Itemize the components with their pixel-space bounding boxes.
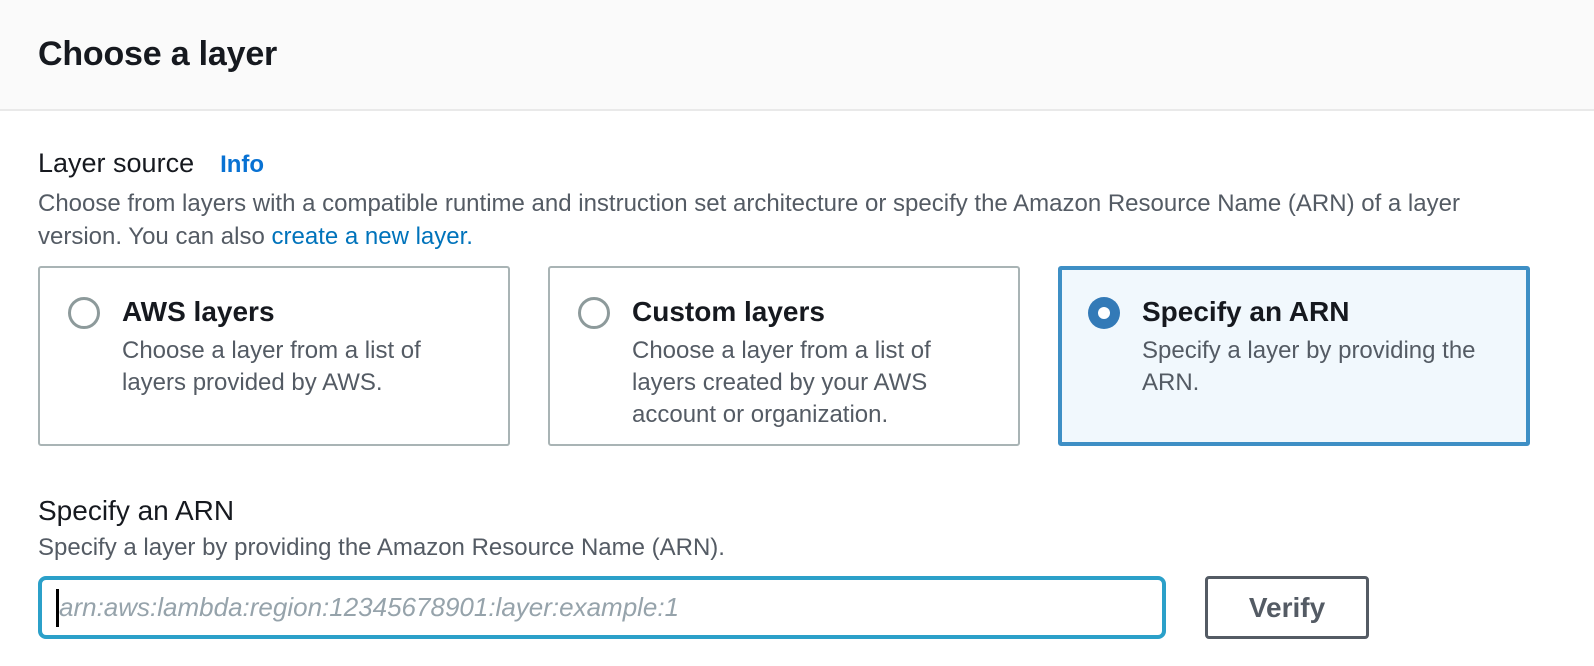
layer-source-options: AWS layers Choose a layer from a list of… [38, 266, 1556, 446]
option-card-custom-layers[interactable]: Custom layers Choose a layer from a list… [548, 266, 1020, 446]
text-caret [56, 588, 59, 627]
page-title: Choose a layer [38, 35, 278, 73]
arn-input[interactable] [59, 592, 1148, 623]
radio-button-aws-layers[interactable] [68, 297, 100, 329]
option-description: Choose a layer from a list of layers cre… [632, 337, 931, 428]
option-card-specify-arn[interactable]: Specify an ARN Specify a layer by provid… [1058, 266, 1530, 446]
layer-source-label: Layer source [38, 148, 195, 178]
option-card-text: Specify an ARN Specify a layer by provid… [1142, 294, 1494, 399]
panel-content: Layer source Info Choose from layers wit… [0, 111, 1594, 639]
option-card-text: AWS layers Choose a layer from a list of… [122, 294, 474, 399]
arn-input-container [38, 576, 1166, 639]
option-title: Custom layers [632, 296, 825, 327]
option-card-aws-layers[interactable]: AWS layers Choose a layer from a list of… [38, 266, 510, 446]
layer-source-description: Choose from layers with a compatible run… [38, 187, 1503, 253]
option-description: Specify a layer by providing the ARN. [1142, 337, 1476, 396]
specify-arn-heading: Specify an ARN [38, 495, 235, 526]
radio-button-specify-arn-selected[interactable] [1088, 297, 1120, 329]
option-title: AWS layers [122, 296, 275, 327]
arn-input-row: Verify [38, 576, 1556, 639]
layer-source-label-row: Layer source Info [38, 148, 1556, 179]
create-new-layer-link[interactable]: create a new layer. [271, 223, 473, 250]
option-description: Choose a layer from a list of layers pro… [122, 337, 421, 396]
option-title: Specify an ARN [1142, 296, 1350, 327]
option-card-text: Custom layers Choose a layer from a list… [632, 294, 984, 431]
info-link[interactable]: Info [220, 151, 265, 178]
verify-button[interactable]: Verify [1205, 576, 1369, 639]
layer-source-description-text: Choose from layers with a compatible run… [38, 190, 1460, 250]
specify-arn-description: Specify a layer by providing the Amazon … [38, 534, 725, 561]
radio-button-custom-layers[interactable] [578, 297, 610, 329]
panel-header: Choose a layer [0, 0, 1594, 111]
